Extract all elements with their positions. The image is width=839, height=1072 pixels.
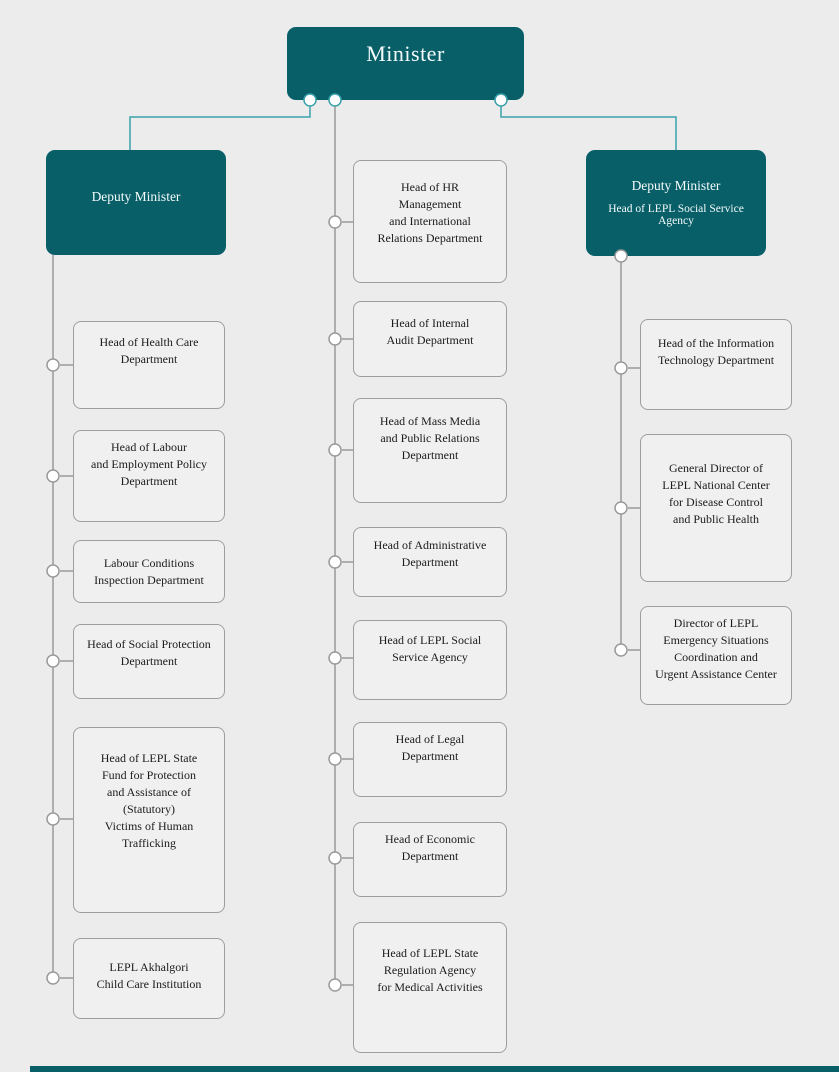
bottom-accent-strip — [30, 1066, 839, 1072]
node-mass-media-public-relations[interactable]: Head of Mass Media and Public Relations … — [353, 398, 507, 503]
node-labour-conditions-inspection[interactable]: Labour Conditions Inspection Department — [73, 540, 225, 603]
node-label: Head of Mass Media and Public Relations … — [379, 414, 481, 462]
node-deputy-minister-left[interactable]: Deputy Minister — [46, 150, 226, 255]
node-label: Head of LEPL Social Service Agency — [378, 633, 482, 664]
node-label: General Director of LEPL National Center… — [662, 461, 770, 526]
node-internal-audit[interactable]: Head of Internal Audit Department — [353, 301, 507, 377]
deputy-right-sublabel: Head of LEPL Social Service Agency — [608, 203, 744, 227]
node-legal[interactable]: Head of Legal Department — [353, 722, 507, 797]
deputy-left-label: Deputy Minister — [91, 189, 181, 204]
node-state-regulation-medical[interactable]: Head of LEPL State Regulation Agency for… — [353, 922, 507, 1053]
node-label: Head of Legal Department — [395, 732, 465, 763]
node-minister[interactable]: Minister — [287, 27, 524, 100]
node-ncdc-public-health[interactable]: General Director of LEPL National Center… — [640, 434, 792, 582]
node-administrative[interactable]: Head of Administrative Department — [353, 527, 507, 597]
node-label: Head of LEPL State Regulation Agency for… — [377, 946, 483, 994]
node-deputy-minister-right[interactable]: Deputy Minister Head of LEPL Social Serv… — [586, 150, 766, 256]
node-label: Head of Internal Audit Department — [386, 316, 474, 347]
node-label: Head of LEPL State Fund for Protection a… — [100, 751, 198, 850]
node-health-care-department[interactable]: Head of Health Care Department — [73, 321, 225, 409]
node-akhalgori-child-care[interactable]: LEPL Akhalgori Child Care Institution — [73, 938, 225, 1019]
node-information-technology[interactable]: Head of the Information Technology Depar… — [640, 319, 792, 410]
node-label: LEPL Akhalgori Child Care Institution — [96, 960, 202, 991]
node-label: Labour Conditions Inspection Department — [94, 556, 204, 587]
node-label: Head of Labour and Employment Policy Dep… — [91, 440, 207, 488]
node-label: Head of Economic Department — [385, 832, 475, 863]
node-state-fund-trafficking[interactable]: Head of LEPL State Fund for Protection a… — [73, 727, 225, 913]
node-label: Head of HR Management and International … — [377, 180, 483, 245]
node-hr-international-relations[interactable]: Head of HR Management and International … — [353, 160, 507, 283]
node-labour-employment-policy[interactable]: Head of Labour and Employment Policy Dep… — [73, 430, 225, 522]
node-label: Head of Administrative Department — [373, 538, 487, 569]
node-label: Head of Health Care Department — [99, 335, 199, 366]
node-label: Head of the Information Technology Depar… — [657, 336, 775, 367]
node-lepl-social-service-agency[interactable]: Head of LEPL Social Service Agency — [353, 620, 507, 700]
node-social-protection[interactable]: Head of Social Protection Department — [73, 624, 225, 699]
deputy-right-label: Deputy Minister — [631, 178, 721, 193]
node-emergency-coordination[interactable]: Director of LEPL Emergency Situations Co… — [640, 606, 792, 705]
node-label: Director of LEPL Emergency Situations Co… — [655, 616, 777, 681]
node-label: Head of Social Protection Department — [87, 637, 211, 668]
node-economic[interactable]: Head of Economic Department — [353, 822, 507, 897]
minister-label: Minister — [366, 41, 445, 66]
